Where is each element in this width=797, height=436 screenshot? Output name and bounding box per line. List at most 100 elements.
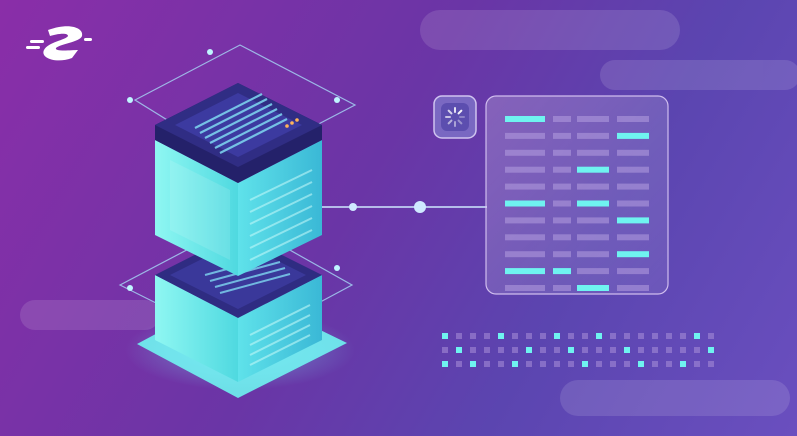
grid-dot [484,361,490,367]
grid-dot [540,333,546,339]
table-cell [505,285,545,291]
grid-dot [666,333,672,339]
grid-dot [442,333,448,339]
grid-dot [596,347,602,353]
grid-dot [470,333,476,339]
table-cell [577,200,609,207]
grid-dot [582,333,588,339]
table-cell [617,285,649,291]
grid-dot [498,361,504,367]
speed-s-logo-icon[interactable] [26,26,92,61]
grid-dot [442,361,448,367]
table-cell [553,251,571,258]
table-cell [505,200,545,207]
table-cell [617,234,649,241]
table-cell [505,116,545,122]
grid-dot [680,361,686,367]
grid-dot [470,361,476,367]
table-cell [577,183,609,190]
grid-dot [666,361,672,367]
table-cell [505,217,545,224]
spinner-tick [457,119,463,125]
table-cell [577,217,609,224]
table-cell [505,132,545,139]
grid-dot [568,361,574,367]
grid-dot [610,347,616,353]
table-cell [617,183,649,190]
grid-dot [624,361,630,367]
grid-dot [512,361,518,367]
grid-dot [484,333,490,339]
grid-dot [498,347,504,353]
grid-dot [470,347,476,353]
table-cell [617,116,649,122]
table-cell [617,217,649,224]
table-cell [617,251,649,258]
grid-dot [498,333,504,339]
table-cell [577,116,609,122]
table-cell [553,285,571,291]
grid-dot [652,333,658,339]
grid-dot [554,361,560,367]
table-cell [505,149,545,156]
grid-dot [638,347,644,353]
grid-dot [554,333,560,339]
table-cell [577,166,609,173]
loading-spinner-icon[interactable] [433,95,477,139]
grid-dot [680,333,686,339]
table-cell [553,132,571,139]
grid-dot [708,361,714,367]
grid-dot [638,361,644,367]
table-cell [553,116,571,122]
table-cell [553,183,571,190]
grid-dot [610,361,616,367]
grid-dot [554,347,560,353]
grid-dot [568,347,574,353]
grid-dot [624,347,630,353]
grid-dot [708,347,714,353]
grid-dot [512,333,518,339]
table-cell [505,166,545,173]
table-cell [577,149,609,156]
grid-dot [694,361,700,367]
grid-dot [526,347,532,353]
table-cell [553,217,571,224]
table-cell [505,183,545,190]
grid-dot [624,333,630,339]
table-cell [617,166,649,173]
table-cell [553,149,571,156]
grid-dot [484,347,490,353]
table-cells [505,116,649,291]
table-cell [553,234,571,241]
grid-dot [442,347,448,353]
grid-dot [652,361,658,367]
spinner-tick [457,109,463,115]
table-cell [617,132,649,139]
grid-dot [708,333,714,339]
grid-dot [610,333,616,339]
grid-dot [596,333,602,339]
grid-dot [638,333,644,339]
table-cell [617,149,649,156]
table-cell [577,268,609,275]
grid-dot [568,333,574,339]
grid-dot [456,333,462,339]
background-shapes [20,10,797,416]
table-cell [505,268,545,275]
grid-dot [582,347,588,353]
grid-dot [540,347,546,353]
grid-dot [680,347,686,353]
grid-dot [582,361,588,367]
table-cell [577,285,609,291]
table-cell [577,251,609,258]
table-cell [553,268,571,275]
table-cell [577,234,609,241]
data-connector [322,201,487,213]
server-status-lights [285,118,299,128]
grid-dot [596,361,602,367]
grid-dot [540,361,546,367]
table-cell [617,268,649,275]
spinner-tick [447,109,453,115]
